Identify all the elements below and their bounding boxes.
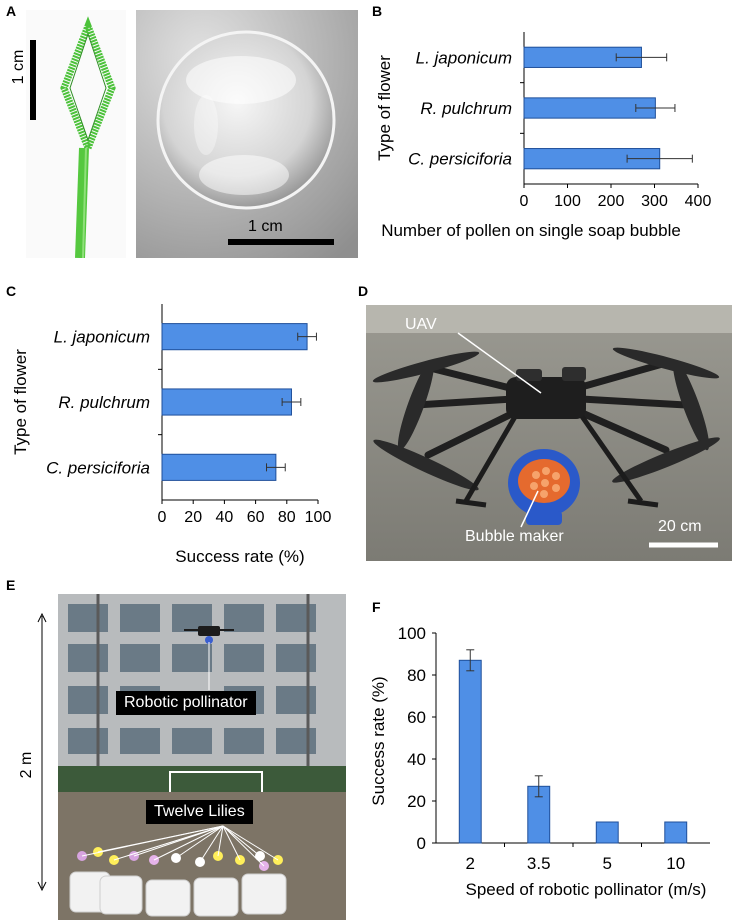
photo-field-test: [58, 594, 346, 920]
category-label: L. japonicum: [416, 48, 512, 67]
chart-b: L. japonicum R. pulchrum C. persiciforia 0 1…: [375, 32, 712, 240]
panel-letter-e: E: [6, 577, 16, 593]
x-tick-label: 5: [603, 854, 612, 873]
x-tick-label: 3.5: [527, 854, 551, 873]
bar: [161, 453, 277, 481]
x-tick-label: 2: [466, 854, 475, 873]
y-tick-label: 40: [407, 750, 426, 769]
scale-label-bubble: 1 cm: [248, 218, 283, 235]
photo-soap-bubble: [136, 10, 358, 258]
x-axis-title: Speed of robotic pollinator (m/s): [466, 880, 707, 899]
y-tick-label: 20: [407, 792, 426, 811]
bar: [664, 821, 688, 844]
panel-letter-f: F: [372, 599, 381, 615]
label-robotic-pollinator: Robotic pollinator: [116, 691, 256, 715]
bar: [161, 388, 292, 416]
x-tick-label: 400: [685, 193, 712, 210]
panel-letter-b: B: [372, 3, 383, 19]
x-tick-label: 10: [666, 854, 685, 873]
y-axis-title: Type of flower: [375, 55, 394, 161]
scale-label-wand: 1 cm: [10, 49, 27, 85]
x-tick-label: 100: [305, 509, 332, 526]
x-tick-label: 0: [520, 193, 529, 210]
x-tick-label: 0: [158, 509, 167, 526]
bar: [458, 659, 482, 844]
label-height: 2 m: [18, 751, 35, 779]
x-tick-label: 300: [641, 193, 668, 210]
x-axis-title: Number of pollen on single soap bubble: [381, 221, 681, 240]
y-axis-title: Type of flower: [11, 349, 30, 455]
category-label: R. pulchrum: [420, 99, 512, 118]
category-label: C. persiciforia: [408, 150, 512, 169]
label-bubble-maker: Bubble maker: [465, 528, 564, 545]
photo-bubble-wand: [26, 10, 126, 258]
x-axis-title: Success rate (%): [175, 547, 304, 566]
photo-uav: [366, 305, 732, 561]
y-tick-label: 100: [398, 624, 426, 643]
y-tick-label: 80: [407, 666, 426, 685]
x-tick-label: 40: [216, 509, 234, 526]
label-scale-uav: 20 cm: [658, 518, 702, 535]
category-label: R. pulchrum: [58, 393, 150, 412]
category-label: L. japonicum: [54, 328, 150, 347]
x-tick-label: 200: [598, 193, 625, 210]
height-arrow: [37, 612, 47, 892]
label-twelve-lilies: Twelve Lilies: [146, 800, 253, 824]
category-label: C. persiciforia: [46, 458, 150, 477]
x-tick-label: 100: [554, 193, 581, 210]
bar: [161, 323, 308, 351]
y-tick-label: 0: [417, 834, 426, 853]
panel-letter-d: D: [358, 283, 369, 299]
label-uav: UAV: [405, 316, 437, 333]
x-tick-label: 60: [247, 509, 265, 526]
x-tick-label: 20: [184, 509, 202, 526]
y-tick-label: 60: [407, 708, 426, 727]
bar: [595, 821, 619, 844]
panel-letter-a: A: [6, 3, 17, 19]
y-axis-title: Success rate (%): [369, 676, 388, 805]
x-tick-label: 80: [278, 509, 296, 526]
panel-letter-c: C: [6, 283, 17, 299]
